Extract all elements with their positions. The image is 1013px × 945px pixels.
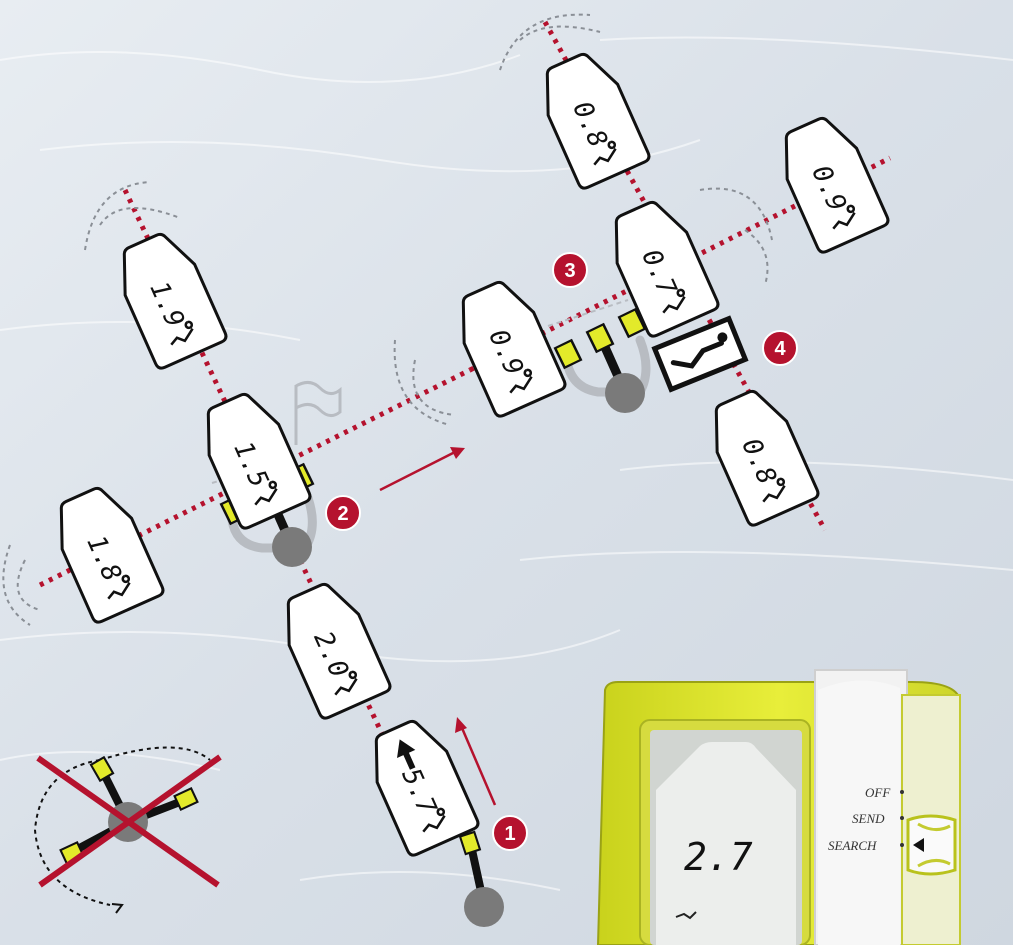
transceiver-display-value: 2.7 <box>684 835 753 879</box>
step-number: 3 <box>564 260 575 282</box>
step-number: 2 <box>337 503 348 525</box>
step-badge-4: 4 <box>763 331 797 365</box>
transceiver-device: 2.7 OFF SEND SEARCH <box>598 670 960 945</box>
step-number: 4 <box>774 338 786 360</box>
mode-switch[interactable] <box>908 816 955 874</box>
switch-label-search: SEARCH <box>828 838 877 853</box>
step-badge-2: 2 <box>326 496 360 530</box>
step-number: 1 <box>504 823 515 845</box>
switch-label-send: SEND <box>852 811 885 826</box>
step-badge-3: 3 <box>553 253 587 287</box>
step-badge-1: 1 <box>493 816 527 850</box>
switch-label-off: OFF <box>865 785 891 800</box>
